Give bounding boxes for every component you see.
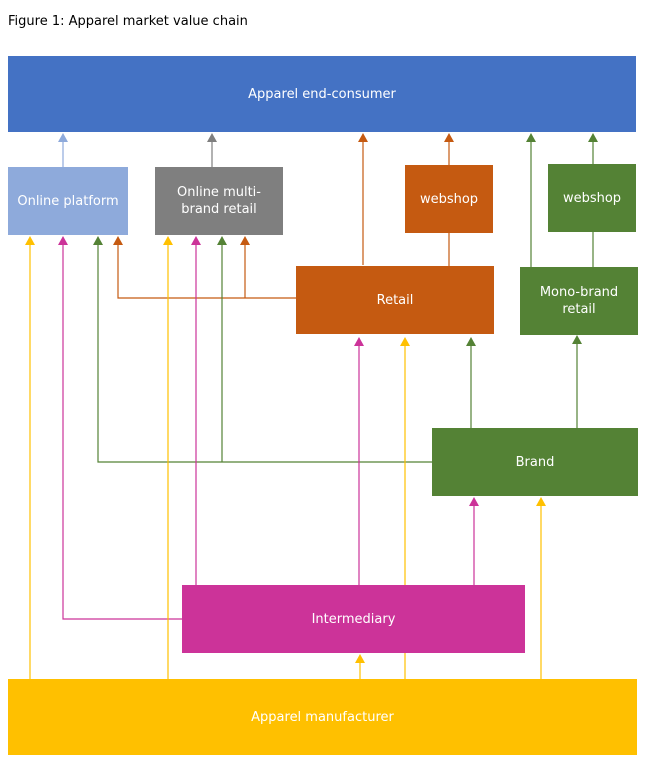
arrowhead xyxy=(191,236,201,245)
node-brand: Brand xyxy=(432,428,638,496)
arrowhead xyxy=(58,236,68,245)
node-retail: Retail xyxy=(296,266,494,334)
arrowhead xyxy=(217,236,227,245)
arrowhead xyxy=(400,337,410,346)
arrowhead xyxy=(240,236,250,245)
figure-caption: Figure 1: Apparel market value chain xyxy=(8,14,248,29)
node-webshop-mono: webshop xyxy=(548,164,636,232)
node-intermediary: Intermediary xyxy=(182,585,525,653)
arrowhead xyxy=(469,497,479,506)
arrowhead xyxy=(466,337,476,346)
arrowhead xyxy=(207,133,217,142)
arrowhead xyxy=(572,335,582,344)
arrowhead xyxy=(536,497,546,506)
node-mono-brand-retail: Mono-brand retail xyxy=(520,267,638,335)
arrowhead xyxy=(58,133,68,142)
arrowhead xyxy=(444,133,454,142)
arrowhead xyxy=(355,654,365,663)
arrowhead xyxy=(358,133,368,142)
arrowhead xyxy=(354,337,364,346)
arrowhead xyxy=(588,133,598,142)
arrowhead xyxy=(25,236,35,245)
arrowhead xyxy=(163,236,173,245)
node-online-multibrand-retail: Online multi-brand retail xyxy=(155,167,283,235)
node-webshop-retail: webshop xyxy=(405,165,493,233)
arrowhead xyxy=(526,133,536,142)
edge-brand-to-online xyxy=(97,245,432,463)
edge-intermediary-to-online xyxy=(62,245,182,620)
node-end-consumer: Apparel end-consumer xyxy=(8,56,636,132)
arrowhead xyxy=(93,236,103,245)
node-online-platform: Online platform xyxy=(8,167,128,235)
edge-retail-to-online xyxy=(117,245,296,299)
arrowhead xyxy=(113,236,123,245)
node-apparel-manufacturer: Apparel manufacturer xyxy=(8,679,637,755)
